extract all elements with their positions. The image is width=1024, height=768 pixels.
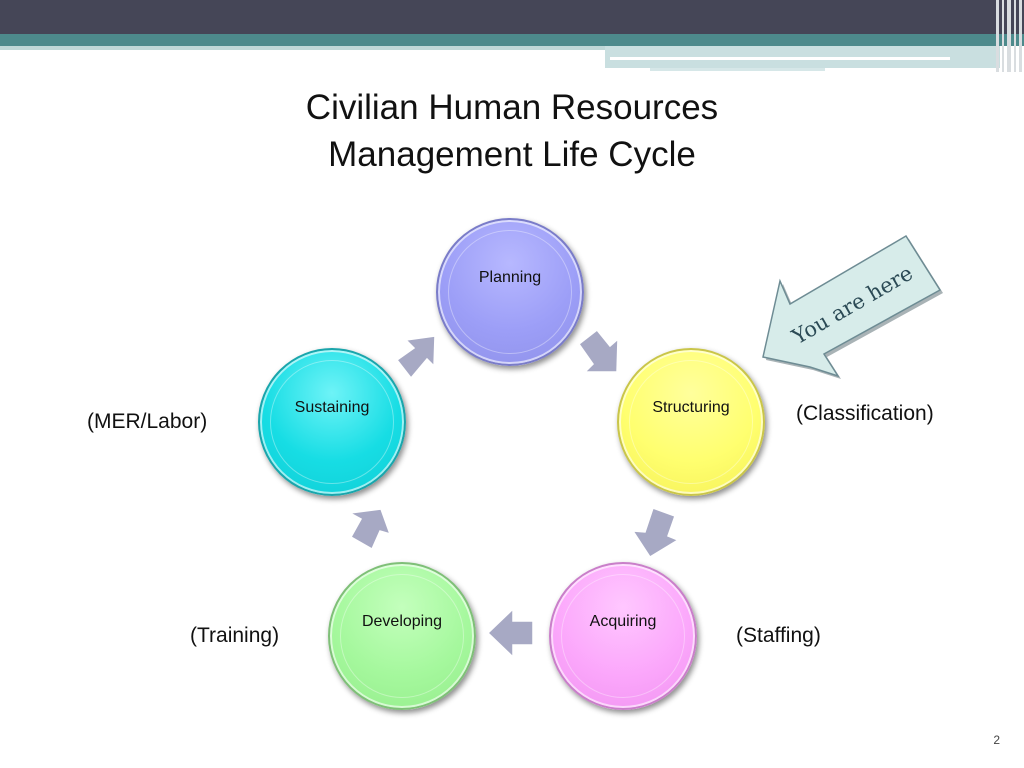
acquiring-label: Acquiring [589,613,657,630]
header-accent-divider [610,57,950,60]
title-line-1: Civilian Human Resources [305,88,719,127]
annotation-training: (Training) [190,624,280,647]
you-are-here-callout: You are here [762,234,943,379]
title-line-2: Management Life Cycle [328,135,696,174]
sustaining-label: Sustaining [294,399,370,416]
cycle-node-developing: Developing [328,562,476,710]
cycle-arrow-developing-to-sustaining [347,508,392,551]
cycle-arrow-structuring-to-acquiring [631,507,680,559]
header-bar-teal [0,34,1024,46]
cycle-node-sustaining: Sustaining [258,348,406,496]
cycle-arrow-sustaining-to-planning [395,335,436,380]
you-are-here-arrow [762,234,942,378]
header-bar-dark [0,0,1024,34]
header-accent-line-lower [650,68,825,71]
header-accent-line [0,46,610,50]
page-number: 2 [993,733,1000,747]
slide-title: Civilian Human Resources Management Life… [0,84,1024,178]
planning-label: Planning [478,269,542,286]
structuring-label: Structuring [652,399,730,416]
developing-label: Developing [361,613,443,630]
cycle-node-acquiring: Acquiring [549,562,697,710]
cycle-arrow-acquiring-to-developing [486,607,534,659]
cycle-arrow-planning-to-structuring [577,328,619,373]
header-decorative-stripes [994,0,1024,72]
annotation-classification: (Classification) [796,402,934,425]
annotation-staffing: (Staffing) [736,624,821,647]
cycle-node-structuring: Structuring [617,348,765,496]
cycle-node-planning: Planning [436,218,584,366]
annotation-mer-labor: (MER/Labor) [87,410,208,433]
